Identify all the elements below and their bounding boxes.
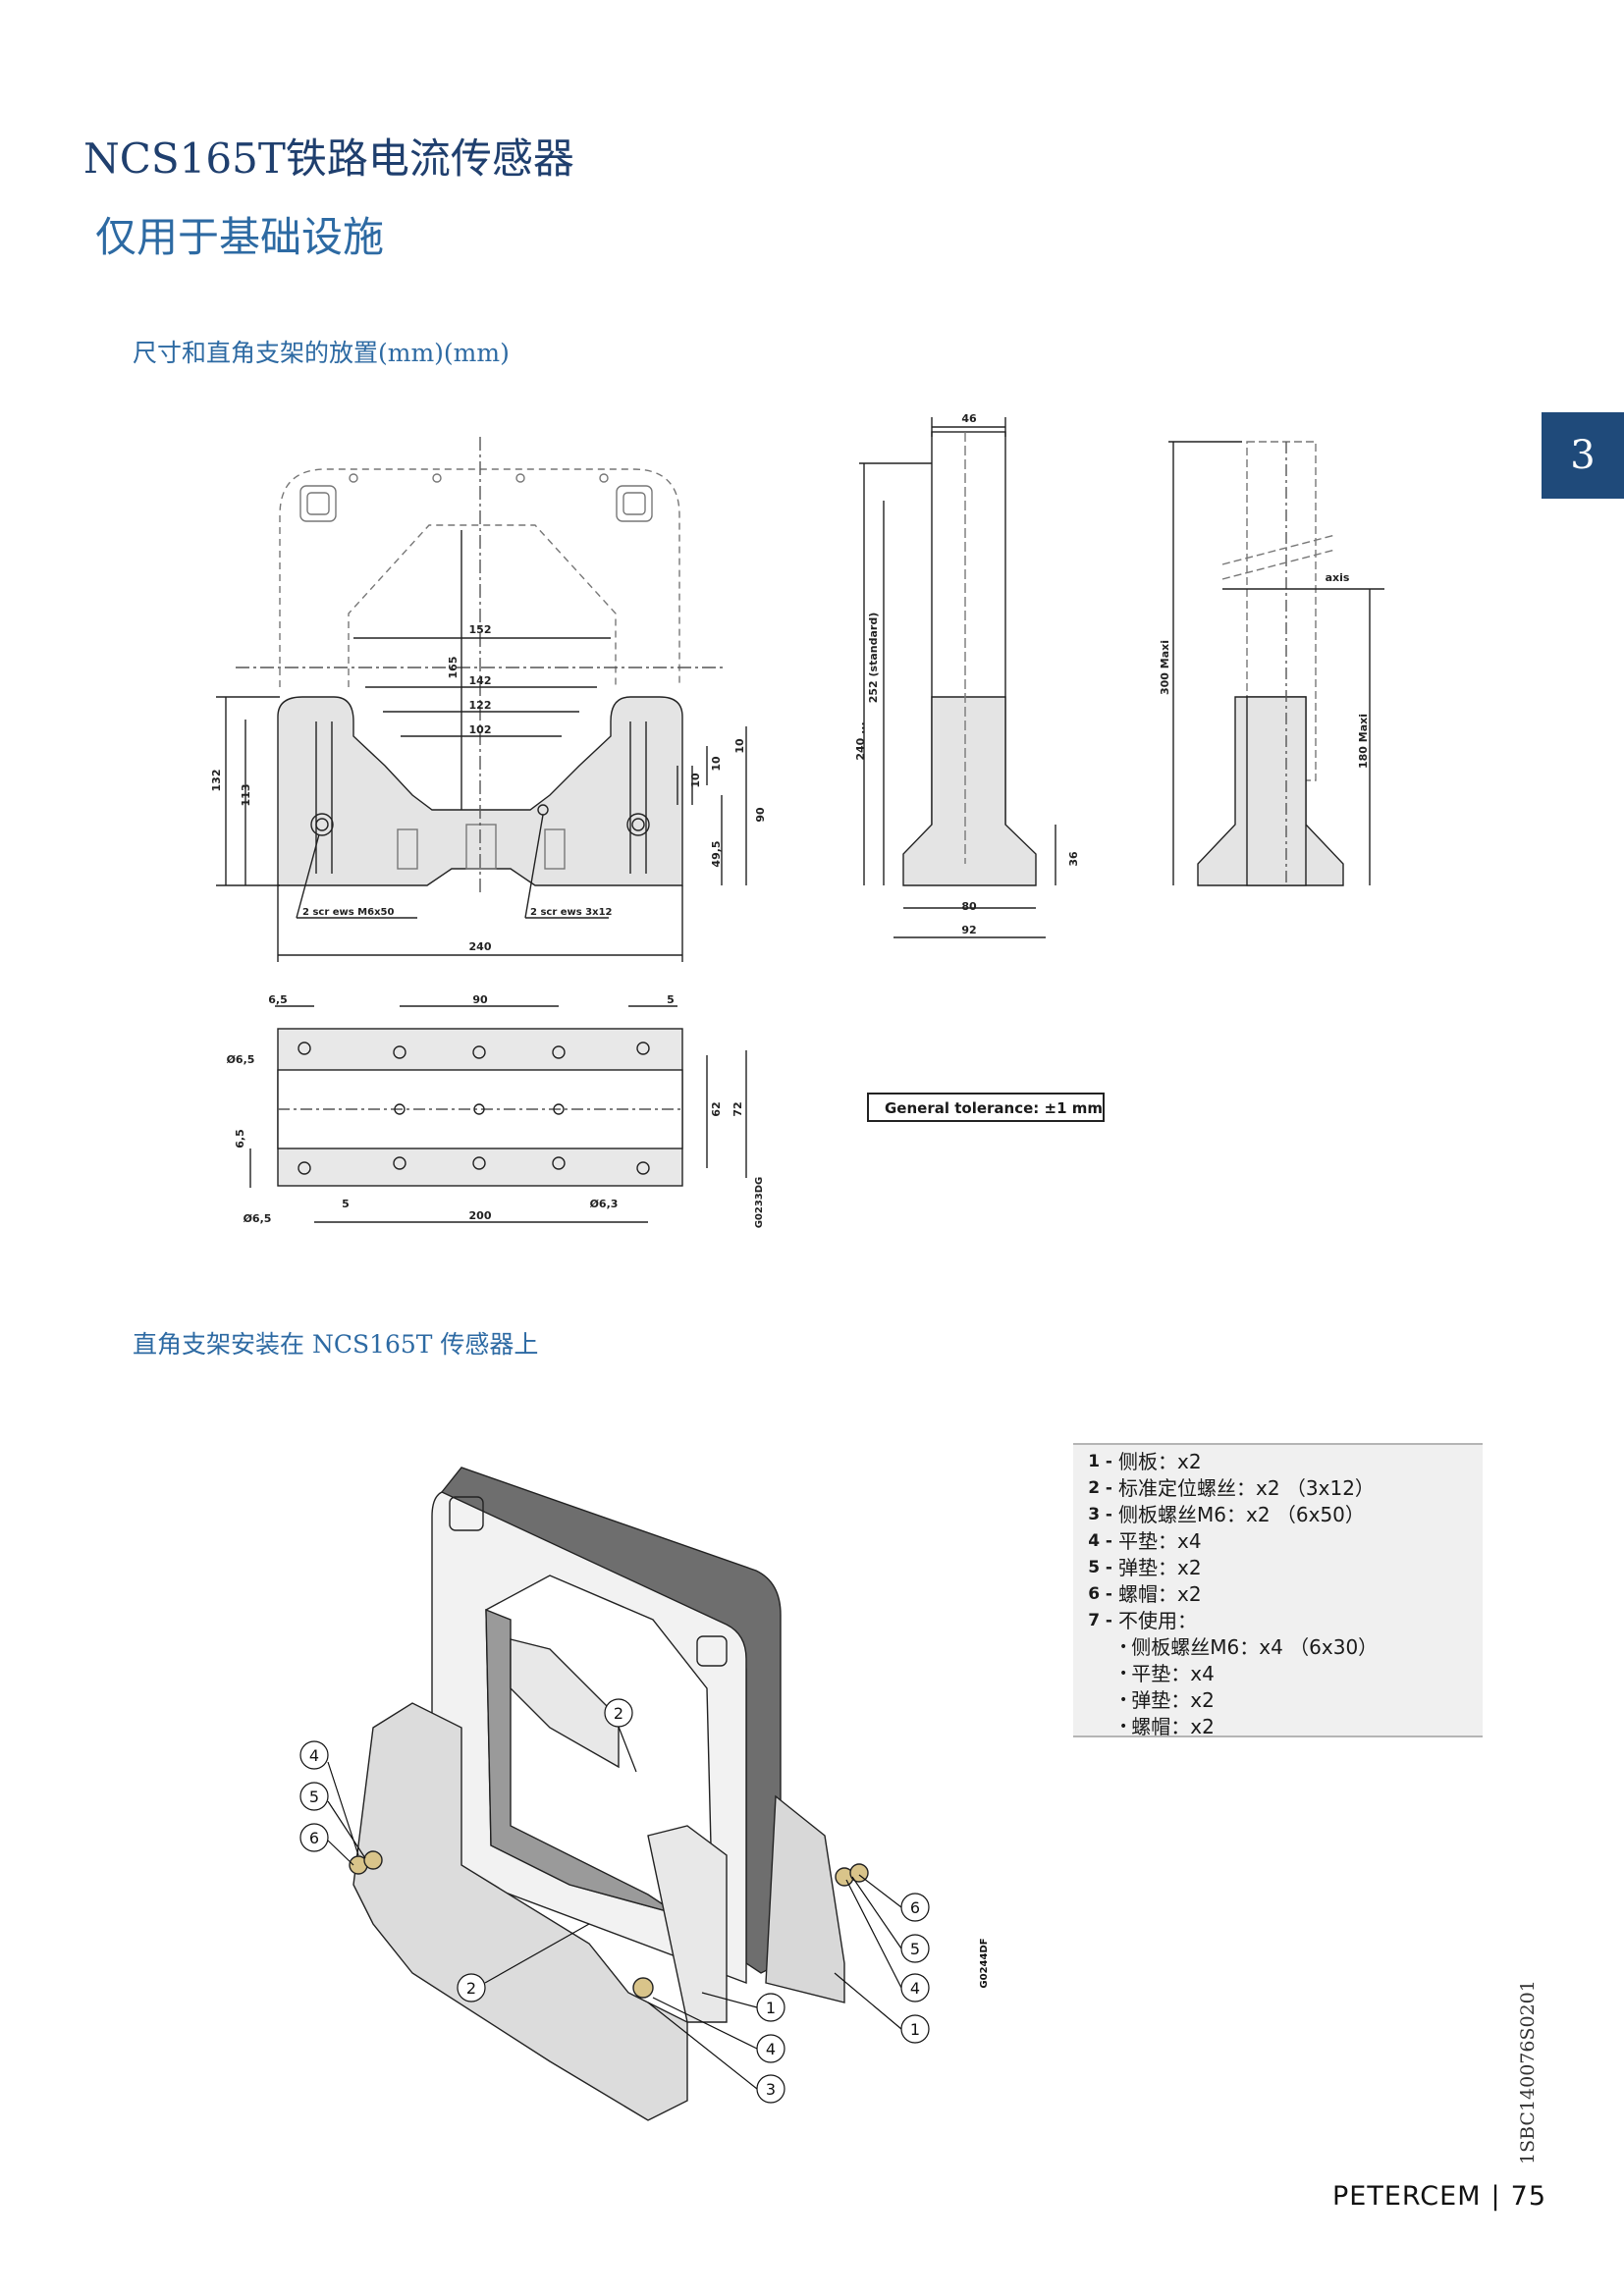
parts-legend: 1 -侧板：x2 2 -标准定位螺丝：x2 （3x12） 3 -侧板螺丝M6：x… xyxy=(1073,1443,1483,1738)
assembly-drawing xyxy=(349,1467,869,2121)
page-number: 75 xyxy=(1510,2181,1546,2212)
legend-subitem: •平垫：x4 xyxy=(1119,1662,1215,1685)
legend-subitem: •螺帽：x2 xyxy=(1119,1715,1215,1738)
legend-item: 4 -平垫：x4 xyxy=(1088,1529,1202,1553)
dim-5-bottom: 5 xyxy=(342,1198,350,1210)
bullet-icon: • xyxy=(1119,1692,1128,1708)
dim-80: 80 xyxy=(961,900,977,913)
dim-90-top: 90 xyxy=(472,993,488,1006)
callout-2-center: 2 xyxy=(614,1704,623,1723)
drawing-code-assembly: G0244DF xyxy=(979,1938,990,1988)
dim-5-top: 5 xyxy=(667,993,675,1006)
callout-2-left: 2 xyxy=(466,1979,476,1998)
dim-62: 62 xyxy=(710,1101,723,1116)
bullet-icon: • xyxy=(1119,1719,1128,1735)
callout-6-right: 6 xyxy=(910,1898,920,1917)
bullet-icon: • xyxy=(1119,1639,1128,1655)
dim-152: 152 xyxy=(469,623,492,636)
section-heading-assembly: 直角支架安装在 NCS165T 传感器上 xyxy=(133,1330,539,1359)
page-title: NCS165T铁路电流传感器 xyxy=(83,134,574,183)
legend-item: 6 -螺帽：x2 xyxy=(1088,1582,1202,1606)
legend-item: 3 -侧板螺丝M6：x2 （6x50） xyxy=(1088,1503,1365,1526)
legend-item: 5 -弹垫：x2 xyxy=(1088,1556,1202,1579)
front-view-drawing xyxy=(216,437,747,962)
dim-dia-6-3: Ø6,3 xyxy=(590,1198,619,1210)
callout-1-center: 1 xyxy=(766,1999,776,2017)
callout-6-left: 6 xyxy=(309,1829,319,1847)
dim-240: 240 xyxy=(469,940,492,953)
dim-300-maxi: 300 Maxi xyxy=(1159,640,1171,695)
page-footer: PETERCEM | 75 xyxy=(1332,2181,1546,2212)
screw-label-3x12: 2 scr ews 3x12 xyxy=(530,907,613,918)
legend-subitem: •弹垫：x2 xyxy=(1119,1688,1215,1712)
dim-72: 72 xyxy=(731,1101,744,1116)
side-view-drawing xyxy=(859,417,1056,938)
legend-item: 1 -侧板：x2 xyxy=(1088,1450,1202,1473)
footer-separator: | xyxy=(1490,2181,1501,2212)
callout-4-left: 4 xyxy=(309,1746,319,1765)
tolerance-note: General tolerance: ±1 mm xyxy=(867,1093,1105,1122)
dim-10b: 10 xyxy=(710,756,723,772)
callout-3-center: 3 xyxy=(766,2080,776,2099)
screw-label-m6x50: 2 scr ews M6x50 xyxy=(302,907,395,918)
dim-200: 200 xyxy=(469,1209,492,1222)
dim-10c: 10 xyxy=(689,773,702,788)
dim-90: 90 xyxy=(754,807,767,823)
dim-240-side: 240 ... xyxy=(854,721,867,760)
dim-180-maxi: 180 Maxi xyxy=(1357,714,1370,769)
callout-4-center: 4 xyxy=(766,2040,776,2058)
dim-10a: 10 xyxy=(733,738,746,754)
top-view-drawing xyxy=(249,1005,747,1223)
document-code: 1SBC140076S0201 xyxy=(1517,1980,1539,2164)
dim-36: 36 xyxy=(1067,851,1080,867)
dim-165: 165 xyxy=(447,657,460,679)
dim-122: 122 xyxy=(469,699,492,712)
callout-5-left: 5 xyxy=(309,1788,319,1806)
dim-102: 102 xyxy=(469,723,492,736)
legend-item: 7 -不使用： xyxy=(1088,1609,1197,1632)
callout-5-right: 5 xyxy=(910,1940,920,1958)
dim-132: 132 xyxy=(210,770,223,792)
legend-subitem: •侧板螺丝M6：x4 （6x30） xyxy=(1119,1635,1379,1659)
bullet-icon: • xyxy=(1119,1666,1128,1682)
dim-dia-6-5-b: Ø6,5 xyxy=(244,1212,272,1225)
section-heading-dimensions: 尺寸和直角支架的放置(mm)(mm) xyxy=(133,339,510,367)
chapter-tab[interactable]: 3 xyxy=(1542,412,1624,499)
dim-113: 113 xyxy=(240,784,252,807)
axis-label: axis xyxy=(1326,571,1350,584)
drawing-code-top: G0233DG xyxy=(754,1177,765,1229)
dim-6-5-side: 6,5 xyxy=(234,1129,246,1148)
dim-92: 92 xyxy=(961,924,976,936)
dim-252-standard: 252 (standard) xyxy=(867,613,880,704)
dim-dia-6-5-a: Ø6,5 xyxy=(227,1053,255,1066)
page-subtitle: 仅用于基础设施 xyxy=(95,213,385,261)
dim-46: 46 xyxy=(961,412,977,425)
dim-49-5: 49,5 xyxy=(710,840,723,867)
callout-4-right: 4 xyxy=(910,1979,920,1998)
footer-brand: PETERCEM xyxy=(1332,2181,1482,2212)
dim-142: 142 xyxy=(469,674,492,687)
dim-6-5-top: 6,5 xyxy=(268,993,288,1006)
legend-item: 2 -标准定位螺丝：x2 （3x12） xyxy=(1088,1476,1375,1500)
mount-view-drawing xyxy=(1168,441,1384,886)
callout-1-right: 1 xyxy=(910,2020,920,2039)
